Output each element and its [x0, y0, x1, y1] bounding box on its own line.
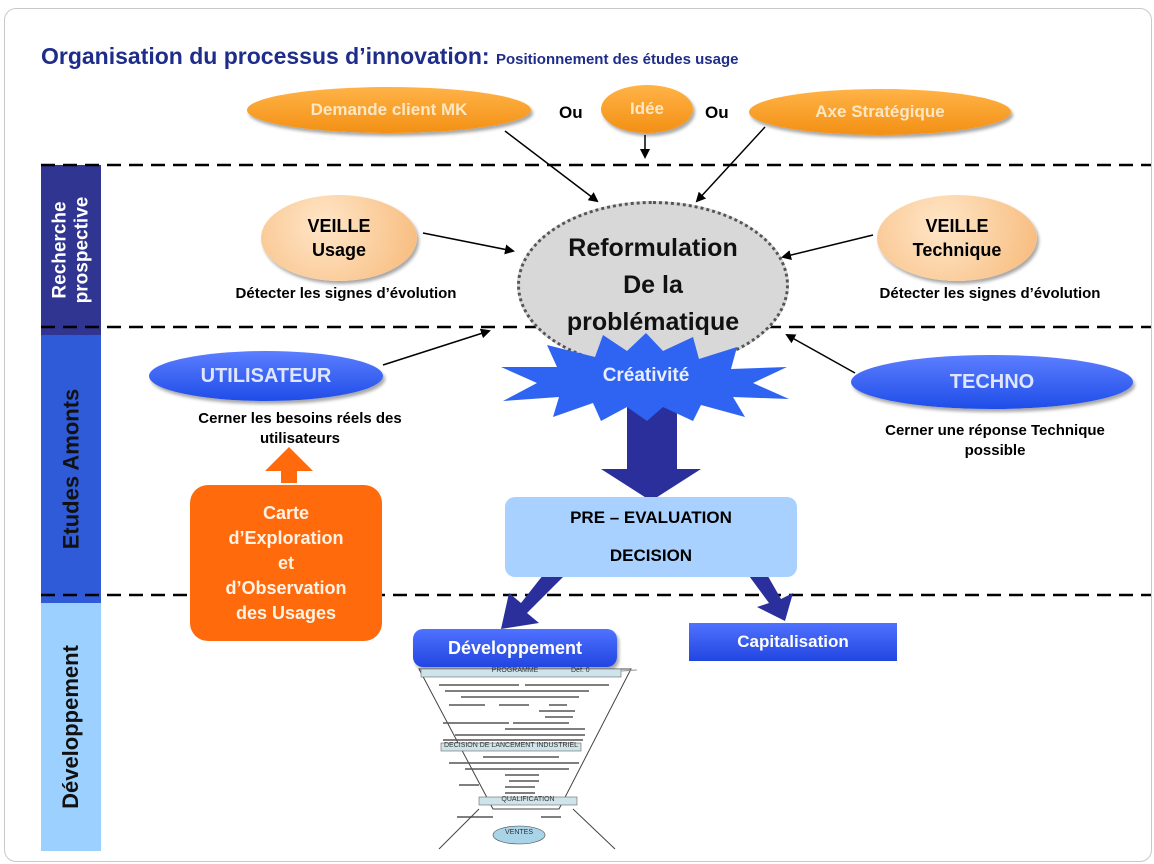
techno-node: TECHNO [851, 355, 1133, 409]
funnel-qualification-bar [478, 796, 578, 806]
veille-technique-caption: Détecter les signes d’évolution [879, 285, 1101, 302]
funnel-content-lines [439, 684, 609, 818]
funnel-decision-bar [440, 742, 582, 752]
techno-caption: Cerner une réponse Technique possible [845, 421, 1145, 461]
developpement-box: Développement [413, 629, 617, 667]
reformulation-line3: problématique [566, 307, 740, 336]
veille-usage-line1: VEILLE [307, 216, 371, 236]
veille-usage: VEILLE Usage [261, 195, 417, 281]
source-idee-label: Idée [629, 99, 665, 118]
carte-line5: des Usages [235, 602, 337, 623]
creativite-burst [501, 333, 789, 421]
reformulation-line1: Reformulation [568, 233, 738, 262]
arrow-carte-to-utilisateur [265, 447, 313, 483]
band-developpement: Développement [41, 603, 101, 851]
or-label-1: Ou [559, 103, 583, 122]
page-title: Organisation du processus d’innovation: … [41, 43, 739, 70]
reformulation-node: Reformulation De la problématique [517, 201, 789, 369]
arrow-veille-usage-to-reformulation [422, 232, 515, 255]
funnel-shape [418, 668, 632, 810]
slide-frame: Organisation du processus d’innovation: … [4, 8, 1152, 862]
capitalisation-box: Capitalisation [689, 623, 897, 661]
veille-usage-line2: Usage [311, 240, 367, 260]
pre-evaluation-box: PRE – EVALUATION DECISION [505, 497, 797, 577]
funnel-qualification-label: QUALIFICATION [501, 796, 555, 803]
arrow-utilisateur-to-reformulation [382, 328, 491, 366]
source-demande-client: Demande client MK [247, 87, 531, 133]
source-idee: Idée [601, 85, 693, 133]
title-subtitle: Positionnement des études usage [495, 51, 739, 68]
arrow-demande-to-reformulation [504, 130, 599, 203]
source-axe-label: Axe Stratégique [815, 102, 945, 121]
arrow-pre-evaluation-to-developpement [501, 565, 565, 629]
utilisateur-node: UTILISATEUR [149, 351, 383, 401]
carte-line2: d’Exploration [228, 527, 344, 548]
funnel-ventes-ellipse [492, 825, 546, 845]
veille-technique-line2: Technique [912, 240, 1002, 260]
development-funnel [418, 668, 638, 850]
utilisateur-label: UTILISATEUR [200, 364, 332, 387]
arrow-axe-to-reformulation [695, 126, 766, 203]
utilisateur-caption-line2: utilisateurs [259, 430, 341, 447]
utilisateur-caption-line1: Cerner les besoins réels des [198, 410, 402, 427]
creativite-label: Créativité [602, 365, 690, 386]
veille-technique-line1: VEILLE [925, 216, 989, 236]
techno-caption-line2: possible [964, 442, 1026, 459]
title-main: Organisation du processus d’innovation: [41, 43, 490, 69]
source-axe-strategique: Axe Stratégique [749, 89, 1011, 135]
funnel-decision-label: DECISION DE LANCEMENT INDUSTRIEL [443, 742, 579, 749]
arrow-creativite-to-pre-evaluation [601, 397, 701, 501]
arrow-techno-to-reformulation [785, 334, 856, 374]
reformulation-line2: De la [623, 270, 683, 299]
or-label-2: Ou [705, 103, 729, 122]
funnel-programme-label: PROGRAMME [491, 667, 539, 674]
source-demande-label: Demande client MK [310, 100, 468, 119]
veille-usage-caption: Détecter les signes d’évolution [235, 285, 457, 302]
funnel-programme-bar [420, 668, 622, 678]
carte-line1: Carte [262, 502, 310, 523]
carte-line3: et [277, 552, 294, 573]
techno-caption-line1: Cerner une réponse Technique [885, 422, 1105, 439]
funnel-ventes-label: VENTES [504, 829, 533, 836]
pre-evaluation-line1: PRE – EVALUATION [570, 508, 732, 527]
funnel-def-label: Déf. 0 [571, 667, 590, 674]
carte-line4: d’Observation [225, 577, 347, 598]
arrow-veille-technique-to-reformulation [781, 234, 874, 260]
band-recherche-prospective: Recherche prospective [41, 165, 101, 335]
veille-technique: VEILLE Technique [877, 195, 1037, 281]
carte-exploration-box: Carte d’Exploration et d’Observation des… [190, 485, 382, 641]
band-etudes-amonts: Etudes Amonts [41, 335, 101, 603]
techno-label: TECHNO [949, 370, 1035, 393]
pre-evaluation-line2: DECISION [609, 546, 693, 565]
utilisateur-caption: Cerner les besoins réels des utilisateur… [155, 409, 445, 449]
